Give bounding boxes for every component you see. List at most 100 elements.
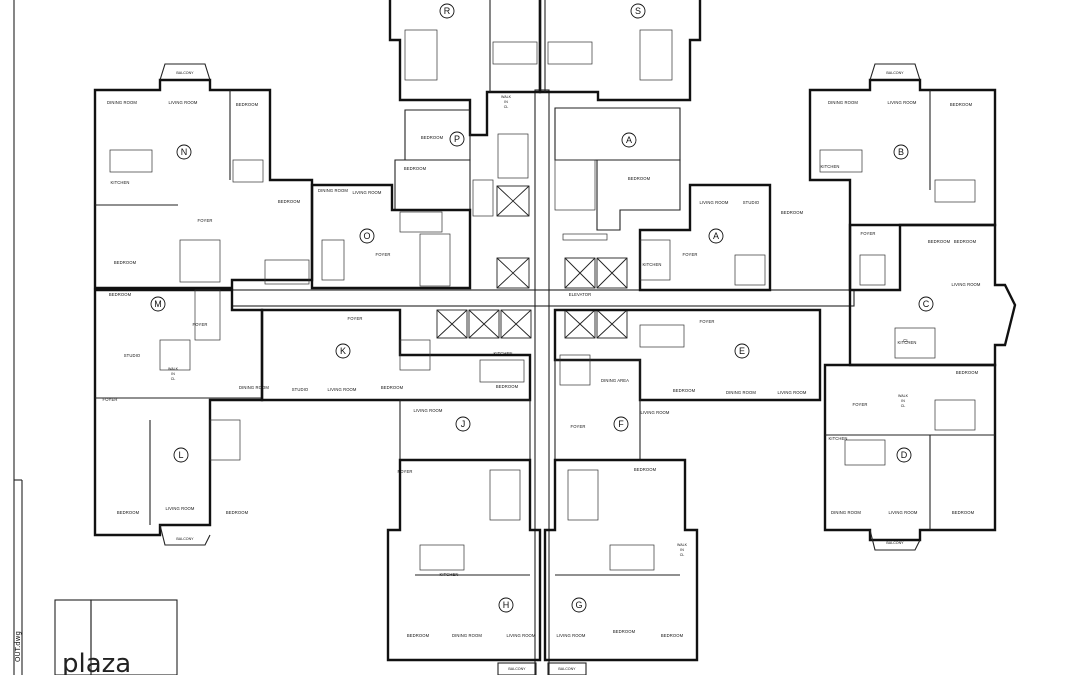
room-label: LIVING ROOM: [506, 633, 535, 638]
balcony-label-g: BALCONY: [558, 667, 576, 671]
unit-marker-A-right: A: [708, 228, 724, 244]
room-label: KITCHEN: [642, 262, 661, 267]
plaza-logo: plaza: [54, 599, 178, 675]
unit-marker-P: P: [449, 131, 465, 147]
right-upper-wing-walls: [638, 63, 1017, 367]
walk-in-closet-label: WALK IN CL: [898, 394, 909, 408]
balcony-label-l: BALCONY: [176, 537, 194, 541]
unit-marker-L: L: [173, 447, 189, 463]
room-label: FOYER: [103, 397, 118, 402]
svg-text:B: B: [898, 147, 904, 157]
room-label: DINING AREA: [601, 378, 629, 383]
svg-text:G: G: [575, 600, 582, 610]
unit-marker-C: C: [918, 296, 934, 312]
room-label: BEDROOM: [117, 510, 140, 515]
unit-marker-A-top: A: [621, 132, 637, 148]
balcony-label-h: BALCONY: [508, 667, 526, 671]
room-label: BEDROOM: [407, 633, 430, 638]
unit-marker-M: M: [150, 296, 166, 312]
room-label: LIVING ROOM: [888, 510, 917, 515]
svg-text:S: S: [635, 6, 641, 16]
room-label: BEDROOM: [226, 510, 249, 515]
unit-marker-B: B: [893, 144, 909, 160]
bottom-wing-walls: [386, 458, 699, 675]
walk-in-closet-label: WALK IN CL: [677, 543, 688, 557]
room-label: FOYER: [398, 469, 413, 474]
svg-text:WALK: WALK: [898, 394, 909, 398]
svg-text:WALK: WALK: [168, 367, 179, 371]
top-wing-walls: [388, 0, 702, 231]
room-label: KITCHEN: [493, 351, 512, 356]
svg-text:CL: CL: [171, 377, 176, 381]
svg-text:A: A: [626, 135, 632, 145]
svg-text:CL: CL: [901, 404, 906, 408]
room-label: LIVING ROOM: [887, 100, 916, 105]
room-label: DINING ROOM: [828, 100, 858, 105]
unit-marker-H: H: [498, 597, 514, 613]
room-label: LIVING ROOM: [168, 100, 197, 105]
svg-text:IN: IN: [504, 100, 508, 104]
room-label: BEDROOM: [956, 370, 979, 375]
svg-text:F: F: [618, 419, 624, 429]
room-label: DINING ROOM: [239, 385, 269, 390]
room-label: LIVING ROOM: [951, 282, 980, 287]
room-label: BEDROOM: [278, 199, 301, 204]
room-label: BEDROOM: [613, 629, 636, 634]
svg-text:IN: IN: [171, 372, 175, 376]
svg-text:WALK: WALK: [677, 543, 688, 547]
svg-text:L: L: [178, 450, 183, 460]
svg-text:N: N: [181, 147, 188, 157]
balcony-label-b: BALCONY: [886, 71, 904, 75]
room-label: FOYER: [193, 322, 208, 327]
unit-marker-R: R: [439, 3, 455, 19]
room-label: KITCHEN: [820, 164, 839, 169]
svg-text:C: C: [923, 299, 930, 309]
unit-marker-F: F: [613, 416, 629, 432]
room-label: KITCHEN: [439, 572, 458, 577]
room-label: STUDIO: [292, 387, 309, 392]
room-label: DINING ROOM: [726, 390, 756, 395]
room-label: LIVING ROOM: [640, 410, 669, 415]
balcony-label-n: BALCONY: [176, 71, 194, 75]
room-label: FOYER: [853, 402, 868, 407]
room-label: LIVING ROOM: [699, 200, 728, 205]
room-label: BEDROOM: [496, 384, 519, 389]
room-label: FOYER: [683, 252, 698, 257]
svg-text:IN: IN: [680, 548, 684, 552]
room-label: KITCHEN: [110, 180, 129, 185]
svg-text:K: K: [340, 346, 346, 356]
svg-text:J: J: [461, 419, 466, 429]
left-upper-wing-walls: [93, 63, 472, 290]
room-label: BEDROOM: [114, 260, 137, 265]
room-label: BEDROOM: [421, 135, 444, 140]
room-label: LIVING ROOM: [165, 506, 194, 511]
corridor-horizontal: [231, 289, 855, 307]
room-label: FOYER: [198, 218, 213, 223]
room-label: DINING ROOM: [107, 100, 137, 105]
room-label: BEDROOM: [928, 239, 951, 244]
unit-marker-G: G: [571, 597, 587, 613]
room-label: FOYER: [571, 424, 586, 429]
logo-text: plaza: [62, 649, 131, 675]
sheet-file-label: OUT.dwg: [14, 631, 22, 662]
left-lower-wing-walls: [93, 288, 532, 546]
room-label: DINING ROOM: [318, 188, 348, 193]
room-label: BEDROOM: [404, 166, 427, 171]
room-label: STUDIO: [124, 353, 141, 358]
room-label: BEDROOM: [954, 239, 977, 244]
corridor-vertical: [534, 89, 550, 675]
room-label: BEDROOM: [781, 210, 804, 215]
svg-text:M: M: [154, 299, 162, 309]
room-label: BEDROOM: [673, 388, 696, 393]
room-label: DINING ROOM: [831, 510, 861, 515]
svg-text:A: A: [713, 231, 719, 241]
room-label: BEDROOM: [952, 510, 975, 515]
svg-text:H: H: [503, 600, 510, 610]
room-label: BEDROOM: [634, 467, 657, 472]
walk-in-closet-label: WALK IN CL: [501, 95, 512, 109]
svg-text:CL: CL: [504, 105, 509, 109]
room-label: KITCHEN: [828, 436, 847, 441]
svg-text:D: D: [901, 450, 908, 460]
room-label: STUDIO: [743, 200, 760, 205]
